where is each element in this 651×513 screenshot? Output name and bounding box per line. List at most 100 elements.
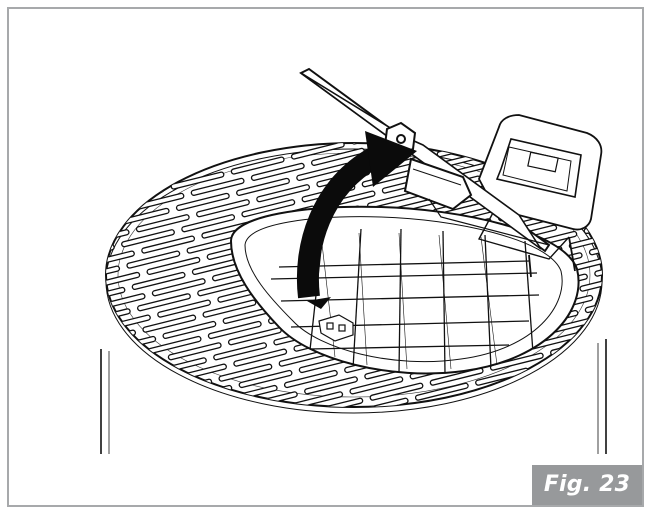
grille-slot — [106, 293, 146, 312]
grille-slot — [189, 428, 243, 446]
grille-slot — [106, 350, 142, 370]
grille-slot — [118, 399, 173, 407]
grille-slot — [557, 109, 611, 127]
grille-slot — [250, 162, 305, 181]
grille-slot — [106, 329, 137, 348]
grille-slot — [202, 299, 257, 318]
grille-slot — [595, 337, 602, 356]
grille-slot — [183, 406, 238, 407]
grille-slot — [613, 152, 642, 170]
grille-slot — [634, 237, 642, 255]
grille-slot — [230, 156, 285, 175]
grille-slot — [175, 192, 230, 211]
grille-slot — [107, 357, 162, 376]
grille-slot — [106, 271, 141, 290]
grille-slot — [233, 348, 288, 367]
grille-slot — [106, 308, 131, 327]
grille-slot — [104, 415, 158, 433]
grille-slot — [429, 367, 484, 386]
grille-slot — [170, 171, 225, 190]
grille-slot — [628, 137, 642, 155]
grille-slot — [218, 363, 273, 382]
grille-slot — [109, 436, 163, 454]
grille-slot — [629, 216, 642, 234]
grille-slot — [126, 250, 181, 269]
grille-slot — [623, 116, 642, 134]
grille-slot — [121, 229, 175, 248]
grille-slot — [640, 259, 642, 277]
grille-slot — [114, 458, 168, 476]
grille-slot — [411, 112, 465, 130]
grille-slot — [311, 147, 365, 166]
grille-slot — [106, 222, 110, 241]
grille-slot — [190, 177, 245, 196]
grille-slot — [238, 369, 293, 389]
grille-slot — [249, 413, 303, 431]
grille-slot — [112, 378, 167, 397]
grille-slot — [141, 235, 196, 254]
grille-slot — [196, 199, 250, 218]
grille-slot — [617, 94, 642, 112]
grille-slot — [256, 184, 311, 203]
grille-slot — [174, 443, 228, 461]
grille-slot — [590, 316, 602, 335]
grille-slot — [639, 180, 642, 198]
grille-slot — [124, 421, 178, 439]
grille-slot — [610, 323, 642, 341]
grille-slot — [129, 443, 183, 461]
grille-slot — [552, 88, 606, 106]
curved-up-arrow-icon — [296, 131, 417, 309]
grille-slot — [235, 428, 289, 446]
grille-slot — [537, 103, 591, 121]
grille-slot — [236, 177, 290, 196]
grille-slot — [349, 376, 404, 395]
grille-slot — [146, 256, 201, 275]
grille-slot — [131, 271, 186, 291]
grille-slot — [597, 88, 642, 106]
grille-slot — [157, 299, 212, 318]
display-panel — [477, 114, 603, 278]
grille-slot — [135, 214, 190, 233]
open-lid — [299, 67, 551, 253]
grille-slot — [608, 131, 642, 149]
grille-slot — [137, 293, 191, 312]
grille-slot — [207, 320, 262, 340]
grille-slot — [283, 369, 338, 389]
grille-slot — [599, 279, 602, 299]
grille-slot — [612, 73, 642, 91]
grille-slot — [241, 199, 296, 218]
grille-slot — [633, 158, 642, 176]
figure-label: Fig. 23 — [532, 465, 642, 505]
grille-slot — [229, 406, 283, 407]
grille-slot — [106, 244, 115, 263]
grille-slot — [592, 67, 642, 85]
grille-slot — [295, 413, 349, 431]
figure-frame: Fig. 23 — [7, 7, 644, 507]
grille-slot — [181, 214, 236, 233]
grille-slot — [106, 393, 153, 407]
grille-slot — [169, 421, 223, 439]
grille-slot — [106, 265, 121, 284]
grille-slot — [489, 352, 544, 371]
grille-slot — [162, 320, 217, 340]
grille-slot — [605, 301, 642, 319]
grille-slot — [431, 118, 485, 136]
grille-slot — [142, 314, 197, 333]
grille-slot — [618, 173, 642, 191]
grille-slot — [594, 258, 602, 277]
grille-slot — [50, 202, 104, 220]
grille-slot — [213, 342, 268, 361]
grille-slot — [579, 273, 602, 292]
grille-slot — [304, 376, 358, 395]
grille-slot — [106, 286, 126, 306]
grille-slot — [588, 237, 602, 256]
grille-slot — [106, 207, 125, 226]
grille-slot — [471, 97, 525, 115]
grille-slot — [158, 378, 213, 397]
grille-slot — [414, 382, 469, 401]
grille-slot — [532, 82, 586, 100]
grille-slot — [151, 278, 206, 297]
grille-slot — [436, 143, 491, 158]
grille-slot — [290, 143, 345, 160]
grille-slot — [163, 399, 218, 407]
